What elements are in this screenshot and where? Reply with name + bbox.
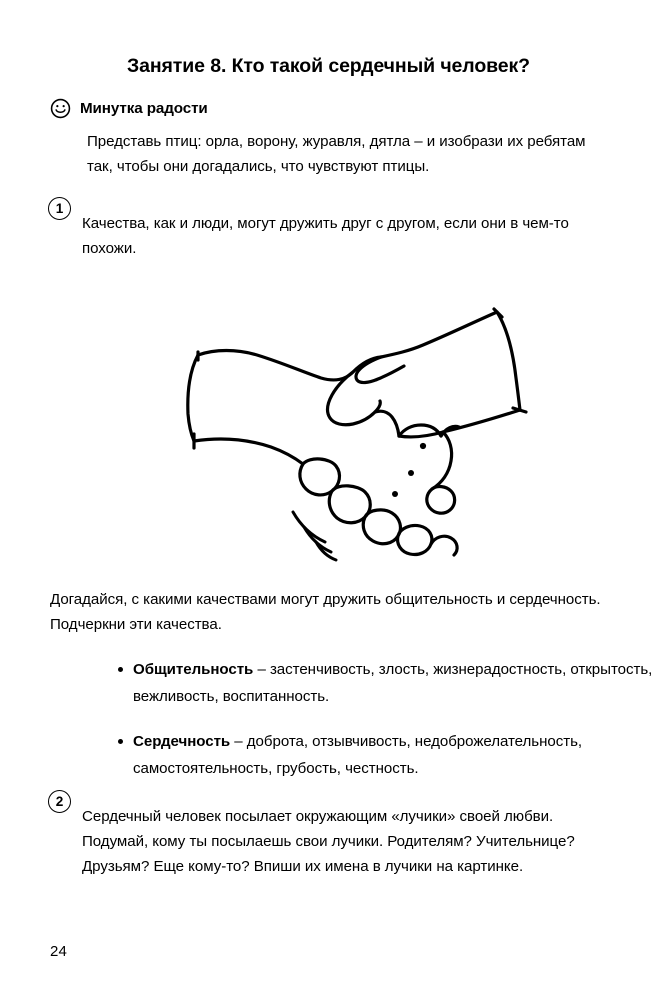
- quality-lead-word: Общительность: [133, 661, 254, 678]
- qualities-list: Общительность – застенчивость, злость, ж…: [50, 656, 657, 782]
- bullet-dot-icon: [118, 739, 123, 744]
- task-item-2: 2 Сердечный человек посылает окружающим …: [48, 789, 626, 894]
- task-number-badge-1: 1: [48, 197, 71, 220]
- mid-prompt-text: Догадайся, с какими качествами могут дру…: [50, 591, 601, 634]
- bullet-dot-icon: [118, 667, 123, 672]
- quality-options: застенчивость, злость, жизнерадостность,…: [133, 661, 653, 705]
- quality-options: доброта, отзывчивость, недоброжелательно…: [133, 733, 583, 777]
- joy-minute-section: Минутка радости Представь птиц: орла, во…: [50, 98, 620, 194]
- task-number-badge-2: 2: [48, 790, 71, 813]
- quality-lead-word: Сердечность: [133, 733, 231, 750]
- joy-minute-header: Минутка радости: [50, 98, 620, 119]
- list-item: Общительность – застенчивость, злость, ж…: [90, 656, 657, 710]
- quality-text: Общительность – застенчивость, злость, ж…: [133, 656, 657, 710]
- list-item: Сердечность – доброта, отзывчивость, нед…: [90, 728, 657, 782]
- handshake-illustration: [185, 298, 560, 563]
- smiley-face-icon: [50, 98, 71, 119]
- joy-minute-heading: Минутка радости: [80, 100, 208, 117]
- joy-minute-body: Представь птиц: орла, ворону, журавля, д…: [87, 133, 586, 175]
- task-item-1: 1 Качества, как и люди, могут дружить др…: [48, 196, 620, 276]
- page-title: Занятие 8. Кто такой сердечный человек?: [126, 55, 530, 78]
- quality-dash: –: [253, 661, 270, 678]
- quality-dash: –: [230, 733, 247, 750]
- task-text-1: Качества, как и люди, могут дружить друг…: [82, 215, 569, 258]
- quality-text: Сердечность – доброта, отзывчивость, нед…: [133, 728, 657, 782]
- page-number: 24: [50, 943, 68, 960]
- task-text-2: Сердечный человек посылает окружающим «л…: [82, 808, 575, 876]
